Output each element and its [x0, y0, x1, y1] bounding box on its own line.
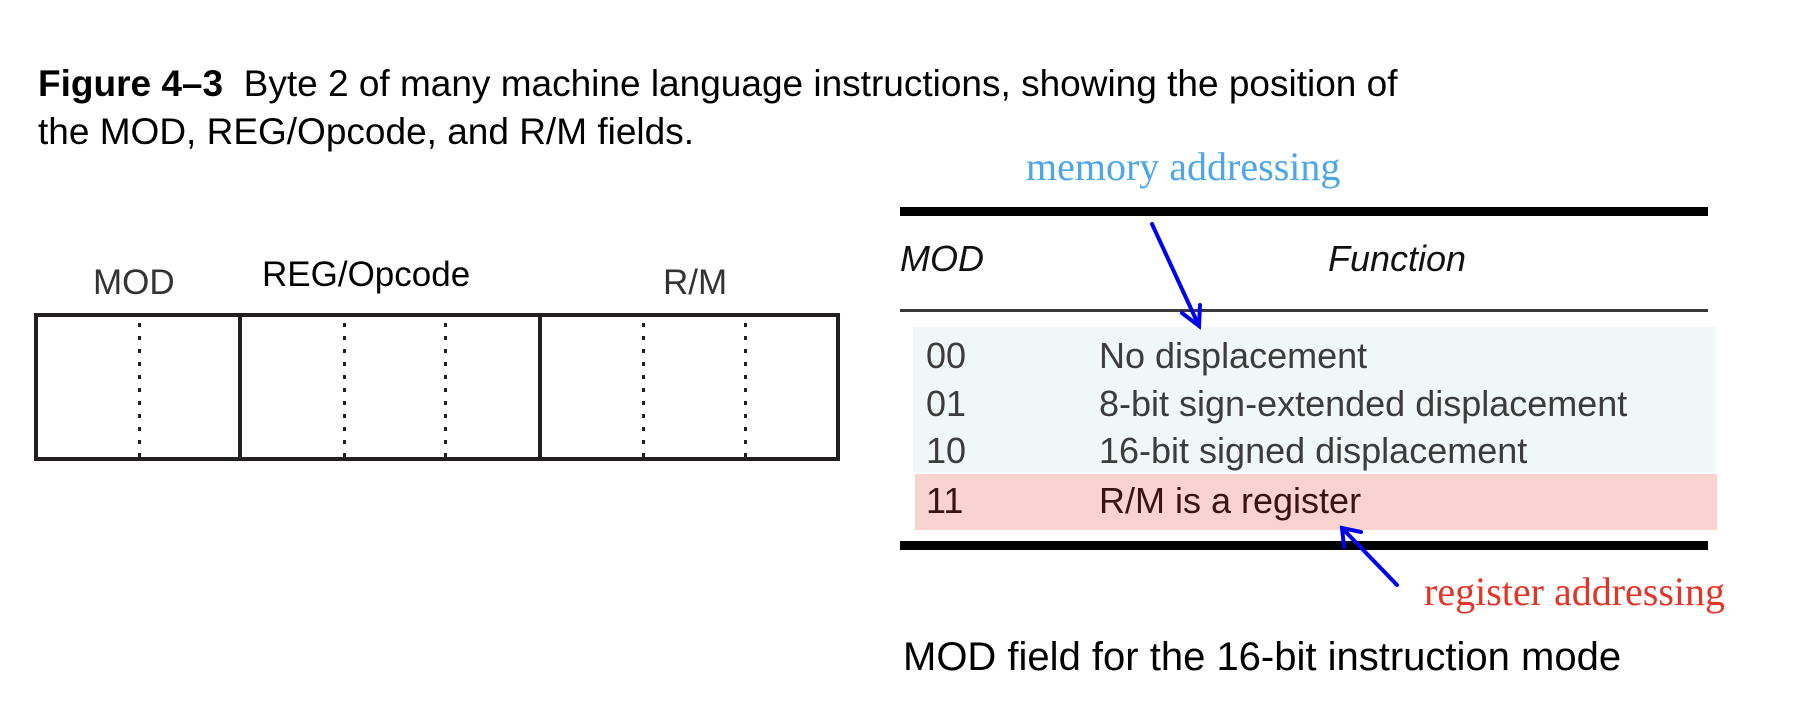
table-bottom-rule: [900, 541, 1708, 550]
bit-separator: [138, 323, 141, 457]
bit-separator: [444, 323, 447, 457]
memory-addressing-note: memory addressing: [1026, 144, 1341, 189]
bit-separator: [642, 323, 645, 457]
bit-separator: [744, 323, 747, 457]
figure-caption: Figure 4–3 Byte 2 of many machine langua…: [38, 60, 1398, 156]
memory-addressing-band: [913, 327, 1715, 472]
mod-code: 10: [926, 430, 967, 471]
field-divider: [238, 317, 242, 457]
header-mod: MOD: [900, 238, 984, 279]
table-row: 10 16-bit signed displacement: [926, 430, 1706, 476]
field-divider: [538, 317, 542, 457]
figure-number: Figure 4–3: [38, 63, 224, 104]
bit-separator: [343, 323, 346, 457]
register-addressing-note: register addressing: [1424, 569, 1726, 614]
field-label-reg-opcode: REG/Opcode: [262, 255, 471, 294]
mod-code: 00: [926, 335, 967, 376]
caption-text-1: Byte 2 of many machine language instruct…: [243, 63, 1398, 104]
table-row: 00 No displacement: [926, 335, 1706, 381]
table-top-rule: [900, 207, 1708, 216]
byte-2-diagram: [34, 313, 840, 461]
table-row: 11 R/M is a register: [926, 480, 1706, 526]
mod-function: R/M is a register: [1099, 480, 1362, 521]
field-label-rm: R/M: [663, 263, 728, 302]
table-header-rule: [900, 309, 1708, 312]
caption-line-1: Figure 4–3 Byte 2 of many machine langua…: [38, 60, 1398, 108]
table-caption: MOD field for the 16-bit instruction mod…: [903, 635, 1622, 679]
mod-code: 01: [926, 383, 967, 424]
mod-function: 8-bit sign-extended displacement: [1099, 383, 1628, 424]
header-function: Function: [1328, 238, 1467, 279]
register-arrow-icon: [1339, 525, 1399, 587]
caption-line-2: the MOD, REG/Opcode, and R/M fields.: [38, 111, 694, 152]
mod-function: No displacement: [1099, 335, 1368, 376]
field-label-mod: MOD: [93, 263, 175, 302]
mod-code: 11: [926, 480, 964, 521]
mod-function: 16-bit signed displacement: [1099, 430, 1528, 471]
register-addressing-band: [915, 474, 1717, 530]
table-row: 01 8-bit sign-extended displacement: [926, 383, 1706, 429]
